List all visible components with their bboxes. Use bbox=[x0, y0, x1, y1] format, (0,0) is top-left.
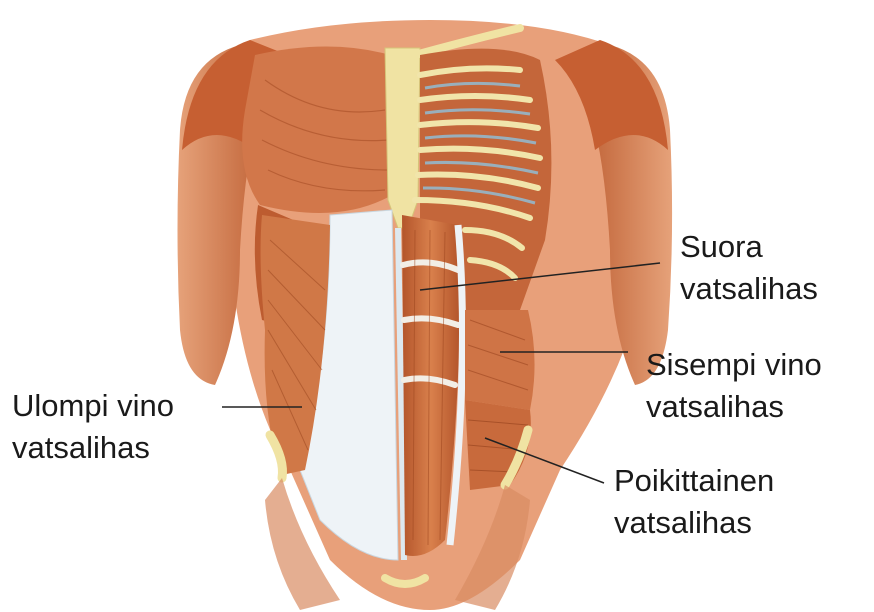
label-external-oblique-line1: Ulompi vino bbox=[12, 385, 174, 427]
internal-oblique-muscle bbox=[465, 310, 535, 410]
label-rectus-abdominis: Suora vatsalihas bbox=[680, 226, 818, 310]
label-transversus-line1: Poikittainen bbox=[614, 460, 774, 502]
label-internal-oblique: Sisempi vino vatsalihas bbox=[646, 344, 822, 428]
label-transversus-line2: vatsalihas bbox=[614, 502, 774, 544]
label-rectus-line2: vatsalihas bbox=[680, 268, 818, 310]
label-rectus-line1: Suora bbox=[680, 226, 818, 268]
label-internal-oblique-line2: vatsalihas bbox=[646, 386, 822, 428]
label-external-oblique: Ulompi vino vatsalihas bbox=[12, 385, 174, 469]
label-internal-oblique-line1: Sisempi vino bbox=[646, 344, 822, 386]
label-transversus-abdominis: Poikittainen vatsalihas bbox=[614, 460, 774, 544]
label-external-oblique-line2: vatsalihas bbox=[12, 427, 174, 469]
left-pectoral-muscle bbox=[242, 47, 392, 214]
